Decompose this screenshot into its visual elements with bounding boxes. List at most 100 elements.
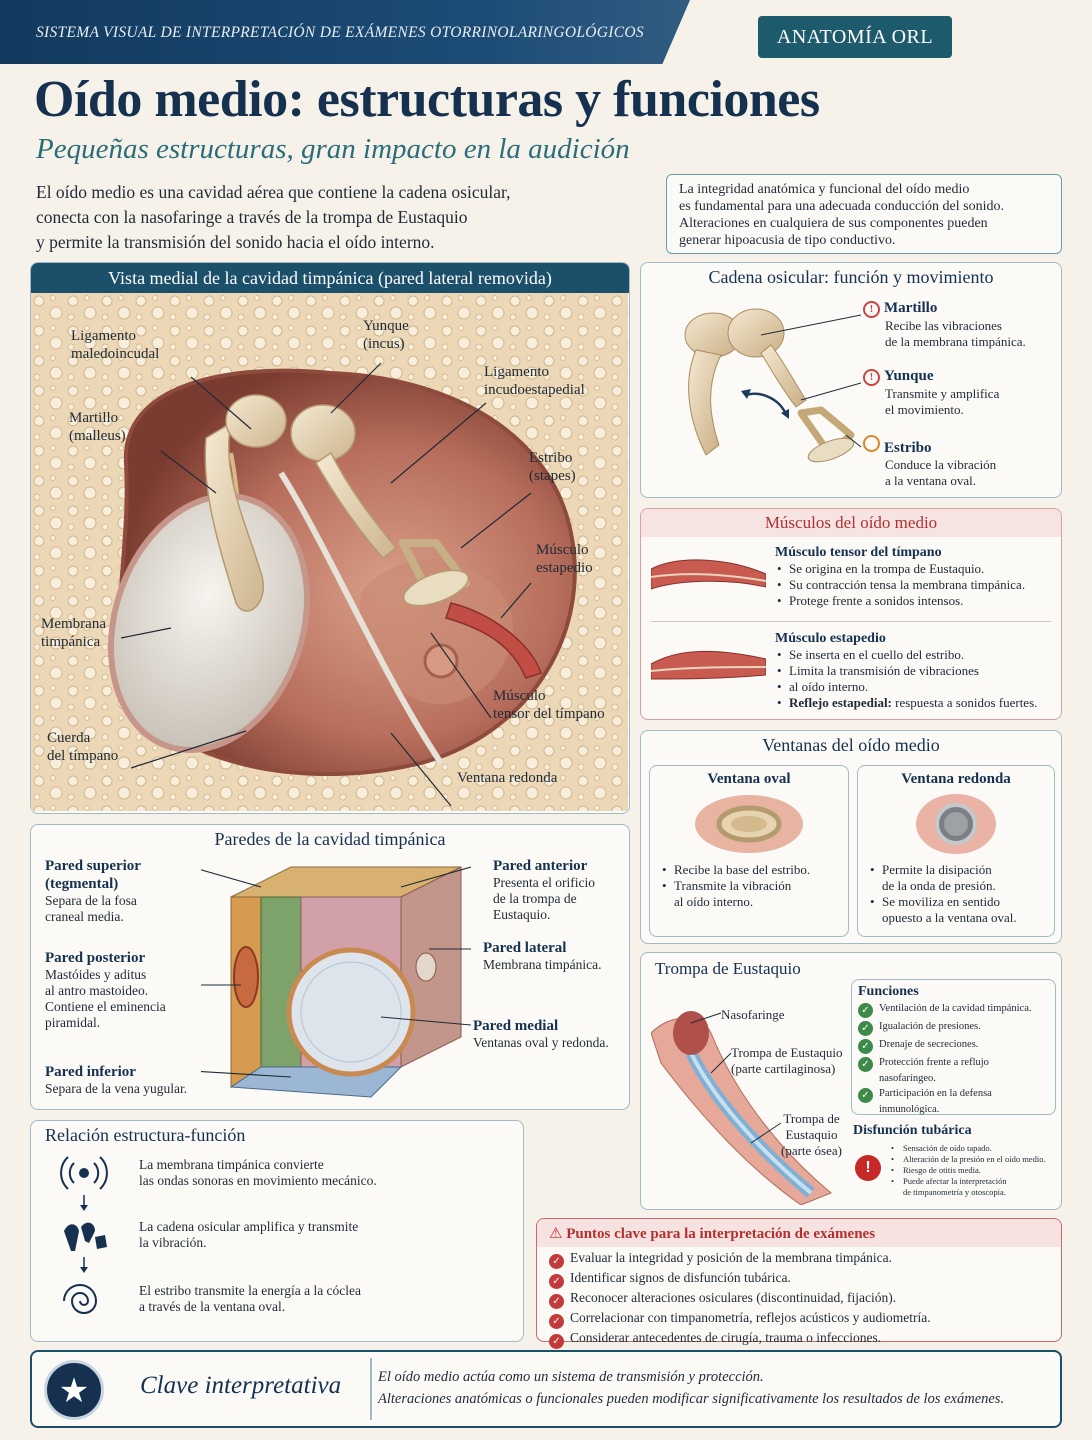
wall-desc: Presenta el orificio [493,875,595,890]
muscles-title: Músculos del oído medio [641,509,1061,537]
wall-desc: al antro mastoideo. [45,983,149,998]
check-icon: ✓ [858,1057,873,1072]
dysfunction-list: Sensación de oído tapado. Alteración de … [889,1143,1061,1198]
label-trompa-osea: Trompa de Eustaquio (parte ósea) [781,1111,842,1159]
window-bullet-cont: opuesto a la ventana oval. [882,910,1017,925]
oval-window-title: Ventana oval [707,771,791,787]
ossicle-desc: Conduce la vibración [885,457,997,472]
sf-text: La cadena osicular amplifica y transmite [139,1219,359,1234]
key-point: ✓Correlacionar con timpanometría, reflej… [549,1309,1049,1329]
sound-wave-icon [60,1156,108,1190]
label-line: (malleus) [69,428,126,444]
label-yunque: Yunque (incus) [363,317,409,353]
muscles-panel: Músculos del oído medio Músculo tensor d… [640,508,1062,720]
muscle-bullet: Limita la transmisión de vibraciones [775,663,1060,679]
window-bullet-cont: al oído interno. [674,894,754,909]
window-bullet: Permite la disipación [868,862,1054,878]
oval-window-card: Ventana oval Recibe la base del estribo.… [649,765,849,937]
function-item: ✓Ventilación de la cavidad timpánica. [858,1002,1049,1018]
label-ventana-redonda: Ventana redonda [457,770,558,786]
label-line: (incus) [363,336,405,352]
muscle-bullet-reflex: Reflejo estapedial: respuesta a sonidos … [775,695,1060,711]
ossicle-desc: de la membrana timpánica. [885,334,1026,349]
eustachian-title: Trompa de Eustaquio [655,959,801,978]
check-icon: ✓ [549,1334,564,1349]
check-icon: ✓ [549,1254,564,1269]
function-item: ✓Drenaje de secreciones. [858,1038,1049,1054]
category-badge: ANATOMÍA ORL [758,16,952,58]
ossicle-name: Yunque [884,368,934,384]
label-musculo-tensor: Músculo tensor del tímpano [493,687,605,723]
sf-text: El estribo transmite la energía a la cóc… [139,1283,362,1298]
function-text: inmunológica. [879,1104,940,1115]
key-point-text: Identificar signos de disfunción tubáric… [570,1270,791,1285]
ossicle-item-estribo: Estribo Conduce la vibración a la ventan… [863,435,1058,489]
ossicle-item-yunque: ! Yunque Transmite y amplifica el movimi… [863,367,1058,418]
check-icon: ✓ [858,1088,873,1103]
muscle-name: Músculo tensor del tímpano [775,545,942,560]
intro-line: conecta con la nasofaringe a través de l… [36,207,468,227]
footer-divider [370,1358,372,1420]
dysfunction-item-cont: de timpanometría y otoscopia. [903,1187,1006,1197]
key-points-panel: ⚠ Puntos clave para la interpretación de… [536,1218,1062,1349]
structure-function-title: Relación estructura-función [45,1125,246,1145]
window-bullet-cont: de la onda de presión. [882,878,996,893]
label-line: tensor del tímpano [493,706,605,722]
warning-triangle-icon: ⚠ [549,1224,563,1242]
tensor-muscle-illustration [651,559,766,590]
wall-superior: Pared superior (tegmental) Separa de la … [45,857,205,925]
wall-lateral: Pared lateral Membrana timpánica. [483,939,627,973]
key-points-list: ✓Evaluar la integridad y posición de la … [537,1247,1061,1351]
wall-name: Pared anterior [493,858,588,874]
note-line: generar hipoacusia de tipo conductivo. [679,233,896,248]
window-bullet: Se moviliza en sentido [868,894,1054,910]
wall-desc: Mastóides y aditus [45,967,147,982]
alert-icon: ! [863,369,880,386]
wall-desc: Separa de la vena yugular. [45,1081,188,1096]
page-subtitle: Pequeñas estructuras, gran impacto en la… [36,133,630,165]
check-icon: ✓ [549,1294,564,1309]
intro-line: y permite la transmisión del sonido haci… [36,232,435,252]
key-points-title: Puntos clave para la interpretación de e… [566,1226,876,1242]
check-icon: ✓ [858,1021,873,1036]
note-line: Alteraciones en cualquiera de sus compon… [679,216,988,231]
tympanic-walls-illustration [201,866,471,1098]
function-text: Protección frente a reflujo [879,1057,989,1068]
wall-name: Pared lateral [483,940,567,956]
label-musculo-estapedio: Músculo estapedio [536,541,593,577]
ossicle-chain-title: Cadena osicular: función y movimiento [708,267,994,287]
cochlea-icon [63,1284,98,1314]
wall-name: Pared inferior [45,1064,136,1080]
key-point: ✓Evaluar la integridad y posición de la … [549,1249,1049,1269]
wall-name: Pared posterior [45,950,146,966]
walls-panel: Paredes de la cavidad timpánica Pared su… [30,824,630,1110]
dysfunction-item: Sensación de oído tapado. [889,1143,1061,1154]
label-line: Músculo [493,688,546,704]
function-text: nasofaríngeo. [879,1073,936,1084]
footer-label: Clave interpretativa [140,1372,342,1399]
muscle-bullet: Se inserta en el cuello del estribo. [775,647,1060,663]
dysfunction-item: Riesgo de otitis media. [889,1165,1061,1176]
check-icon: ✓ [858,1003,873,1018]
wall-desc: Eustaquio. [493,907,551,922]
warning-icon: ! [855,1155,881,1181]
label-line: timpánica [41,634,101,650]
footer-line: Alteraciones anatómicas o funcionales pu… [378,1391,1005,1407]
sf-row-ossicles: La cadena osicular amplifica y transmite… [139,1219,358,1251]
walls-title: Paredes de la cavidad timpánica [214,829,446,849]
windows-title: Ventanas del oído medio [762,735,940,755]
label-trompa-cartilaginosa: Trompa de Eustaquio (parte cartilaginosa… [731,1045,842,1077]
label-line: del tímpano [47,748,119,764]
structure-function-icons [60,1156,108,1314]
wall-medial: Pared medial Ventanas oval y redonda. [473,1017,629,1051]
muscle-bullet: Su contracción tensa la membrana timpáni… [775,577,1060,593]
dysfunction-item: Alteración de la presión en el oído medi… [889,1154,1061,1165]
wall-desc: Membrana timpánica. [483,957,602,972]
label-line: Estribo [529,450,573,466]
muscle-divider [651,621,1051,622]
stapedius-muscle-illustration [651,650,766,680]
label-line: estapedio [536,560,593,576]
label-line: Membrana [41,616,106,632]
page-title: Oído medio: estructuras y funciones [34,71,820,128]
